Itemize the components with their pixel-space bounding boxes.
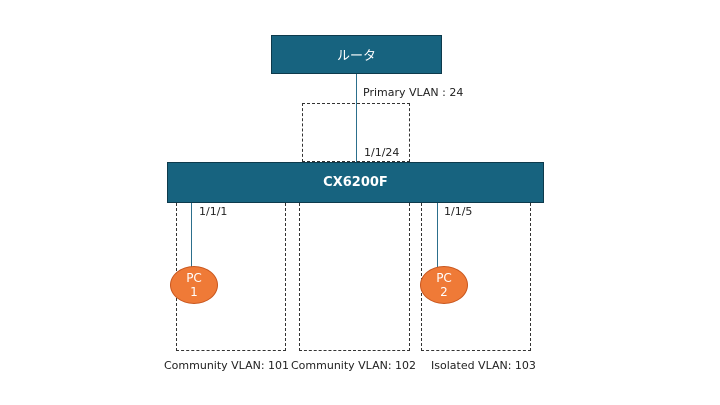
pc2-label-line1: PC: [436, 271, 452, 285]
vlan-103-label: Isolated VLAN: 103: [431, 359, 536, 372]
switch-node: CX6200F: [167, 162, 544, 203]
router-label: ルータ: [336, 49, 376, 64]
switch-label: CX6200F: [323, 175, 388, 190]
router-switch-link: [356, 74, 357, 162]
primary-vlan-label: Primary VLAN : 24: [363, 86, 464, 99]
router-node: ルータ: [271, 35, 442, 74]
vlan-102-label: Community VLAN: 102: [291, 359, 417, 372]
uplink-port-label: 1/1/24: [364, 146, 400, 159]
pc2-switch-link: [437, 203, 438, 269]
community-vlan-102-frame: [299, 193, 410, 351]
pc1-node: PC 1: [170, 266, 218, 304]
pc1-switch-link: [191, 203, 192, 269]
pc2-port-label: 1/1/5: [444, 205, 473, 218]
pc1-port-label: 1/1/1: [199, 205, 228, 218]
pc2-label-line2: 2: [440, 285, 448, 299]
pc2-node: PC 2: [420, 266, 468, 304]
pc1-label-line1: PC: [186, 271, 202, 285]
pc1-label-line2: 1: [190, 285, 198, 299]
vlan-101-label: Community VLAN: 101: [164, 359, 290, 372]
